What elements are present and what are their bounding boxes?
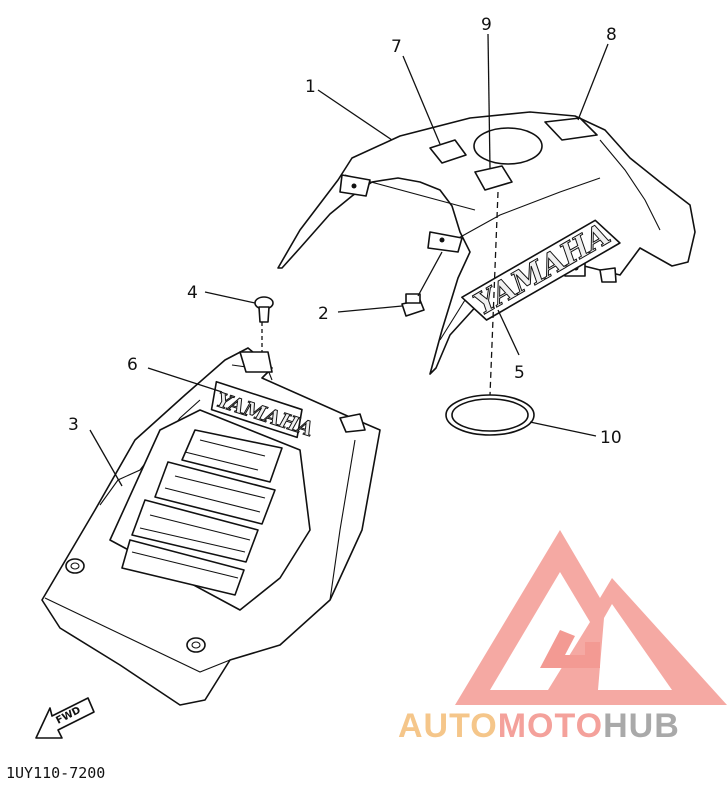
front-cover: YAMAHA — [41, 347, 381, 706]
callout-3: 3 — [68, 415, 79, 435]
leader-lines — [89, 33, 609, 487]
decal-7 — [429, 139, 467, 164]
watermark-moto: MOTO — [498, 707, 603, 745]
bracket-center — [427, 231, 463, 253]
ring-10 — [445, 394, 535, 436]
callout-9: 9 — [481, 15, 492, 35]
callout-10: 10 — [600, 428, 622, 448]
watermark-auto: AUTO — [398, 707, 498, 745]
watermark-text: AUTOMOTOHUB — [398, 707, 680, 745]
callout-1: 1 — [305, 77, 316, 97]
callout-2: 2 — [318, 304, 329, 324]
callout-5: 5 — [514, 363, 525, 383]
decal-5-panel — [461, 219, 621, 321]
rear-fender: YAMAHA — [277, 111, 696, 375]
decal-8 — [544, 117, 598, 141]
callout-7: 7 — [391, 37, 402, 57]
decal-9 — [474, 165, 513, 191]
drawing-code: 1UY110-7200 — [6, 764, 105, 782]
nut-2 — [401, 293, 425, 317]
watermark-logo — [455, 530, 727, 705]
screw-4 — [254, 296, 274, 323]
svg-text:AUTOMOTOHUB: AUTOMOTOHUB — [398, 707, 680, 745]
watermark-hub: HUB — [603, 707, 680, 745]
callouts: 1 2 3 4 5 6 7 8 9 10 — [68, 15, 622, 448]
callout-6: 6 — [127, 355, 138, 375]
fwd-arrow: FWD — [35, 697, 95, 739]
decal-6-panel — [210, 380, 303, 439]
callout-4: 4 — [187, 283, 198, 303]
callout-8: 8 — [606, 25, 617, 45]
